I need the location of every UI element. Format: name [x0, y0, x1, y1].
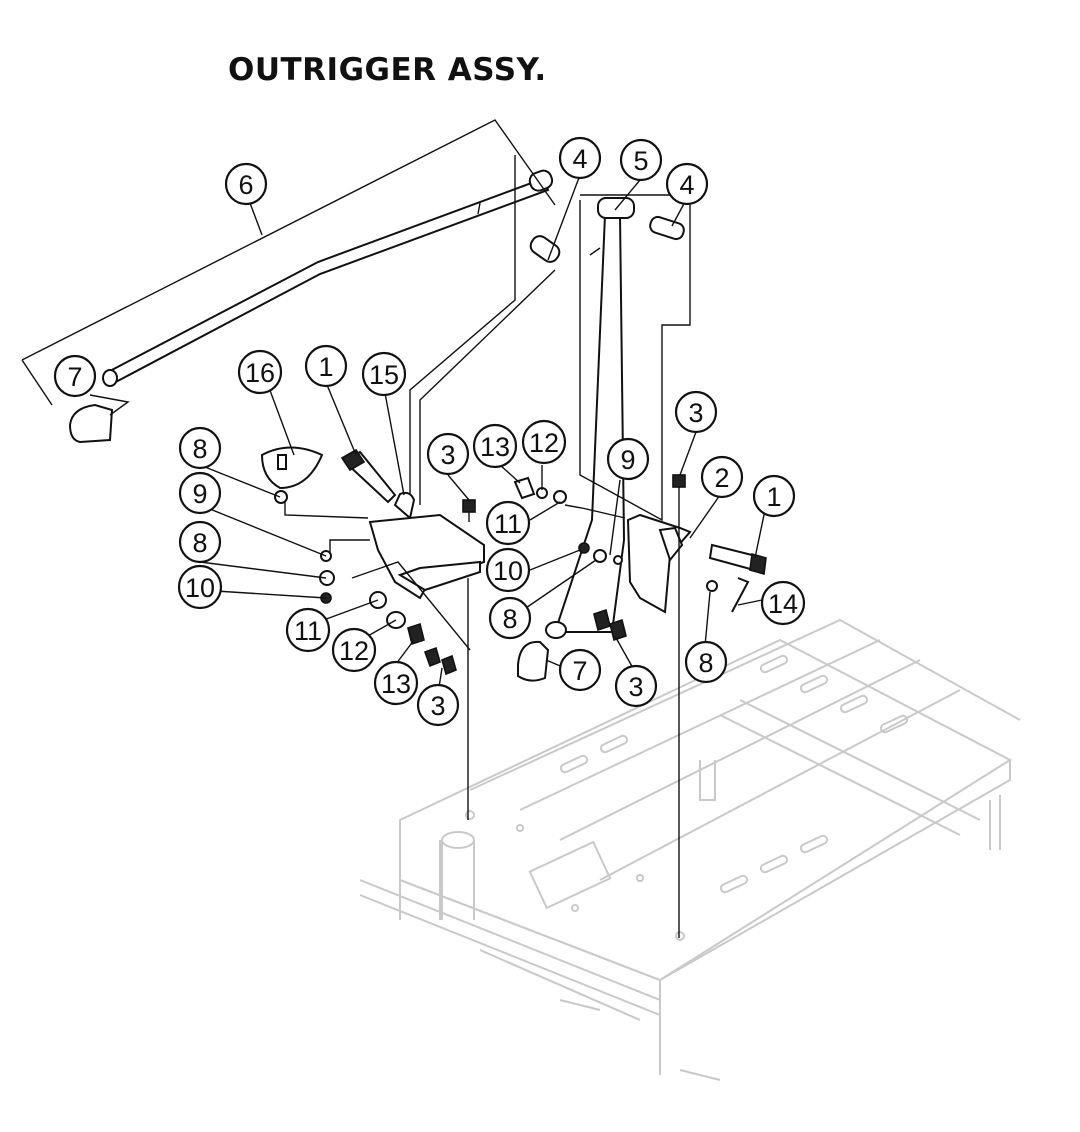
callout-16: 16 [237, 349, 283, 395]
svg-text:15: 15 [369, 360, 399, 390]
svg-text:12: 12 [529, 428, 559, 458]
svg-text:8: 8 [502, 604, 517, 634]
callout-9-left: 9 [178, 471, 222, 515]
svg-text:2: 2 [714, 463, 729, 493]
callout-4-left: 4 [558, 136, 602, 180]
callout-3-left-bottom: 3 [416, 683, 460, 727]
svg-text:5: 5 [633, 146, 648, 176]
svg-text:9: 9 [620, 445, 635, 475]
parts-linework [21, 119, 767, 938]
svg-text:8: 8 [698, 648, 713, 678]
callout-8-left-top: 8 [178, 426, 222, 470]
callout-leaders [199, 174, 766, 695]
callout-2: 2 [700, 455, 744, 499]
svg-text:3: 3 [628, 672, 643, 702]
svg-text:13: 13 [480, 432, 510, 462]
callout-12-right: 12 [521, 419, 567, 465]
svg-text:1: 1 [766, 482, 781, 512]
svg-text:11: 11 [494, 509, 522, 539]
callout-15: 15 [361, 351, 407, 397]
svg-text:14: 14 [768, 589, 798, 619]
callout-11-left: 11 [285, 607, 331, 653]
callout-3-right-top: 3 [674, 390, 718, 434]
svg-text:7: 7 [67, 362, 82, 392]
callout-13-right: 13 [472, 423, 518, 469]
callout-10-right: 10 [485, 547, 531, 593]
svg-text:3: 3 [440, 440, 455, 470]
svg-text:1: 1 [318, 352, 333, 382]
svg-text:10: 10 [185, 573, 215, 603]
callout-7-left: 7 [53, 354, 97, 398]
callout-4-right: 4 [665, 162, 709, 206]
svg-text:6: 6 [238, 170, 253, 200]
callout-13-left: 13 [373, 660, 419, 706]
callout-8-right: 8 [684, 640, 728, 684]
callout-14: 14 [760, 580, 806, 626]
svg-text:8: 8 [192, 528, 207, 558]
callout-12-left: 12 [331, 627, 377, 673]
callout-8-left-mid: 8 [178, 520, 222, 564]
callout-9-right: 9 [606, 437, 650, 481]
callout-3-left-top: 3 [426, 432, 470, 476]
svg-text:16: 16 [245, 358, 275, 388]
diagram-title: OUTRIGGER ASSY. [228, 52, 547, 88]
callout-6: 6 [224, 162, 268, 206]
callout-10-left: 10 [177, 564, 223, 610]
svg-text:12: 12 [339, 636, 369, 666]
svg-text:11: 11 [294, 616, 322, 646]
svg-text:7: 7 [572, 656, 587, 686]
svg-text:10: 10 [493, 556, 523, 586]
svg-text:4: 4 [572, 144, 587, 174]
callout-3-right-bottom: 3 [614, 664, 658, 708]
callout-7-right: 7 [558, 648, 602, 692]
callout-8-right-left: 8 [488, 596, 532, 640]
callout-5: 5 [619, 138, 663, 182]
callout-11-right: 11 [485, 500, 531, 546]
svg-text:8: 8 [192, 434, 207, 464]
callout-1-left: 1 [304, 344, 348, 388]
svg-text:9: 9 [192, 479, 207, 509]
svg-text:3: 3 [688, 398, 703, 428]
mower-frame [359, 618, 1021, 1081]
callout-1-right: 1 [752, 474, 796, 518]
svg-text:13: 13 [381, 669, 411, 699]
svg-text:3: 3 [430, 691, 445, 721]
svg-text:4: 4 [679, 170, 694, 200]
